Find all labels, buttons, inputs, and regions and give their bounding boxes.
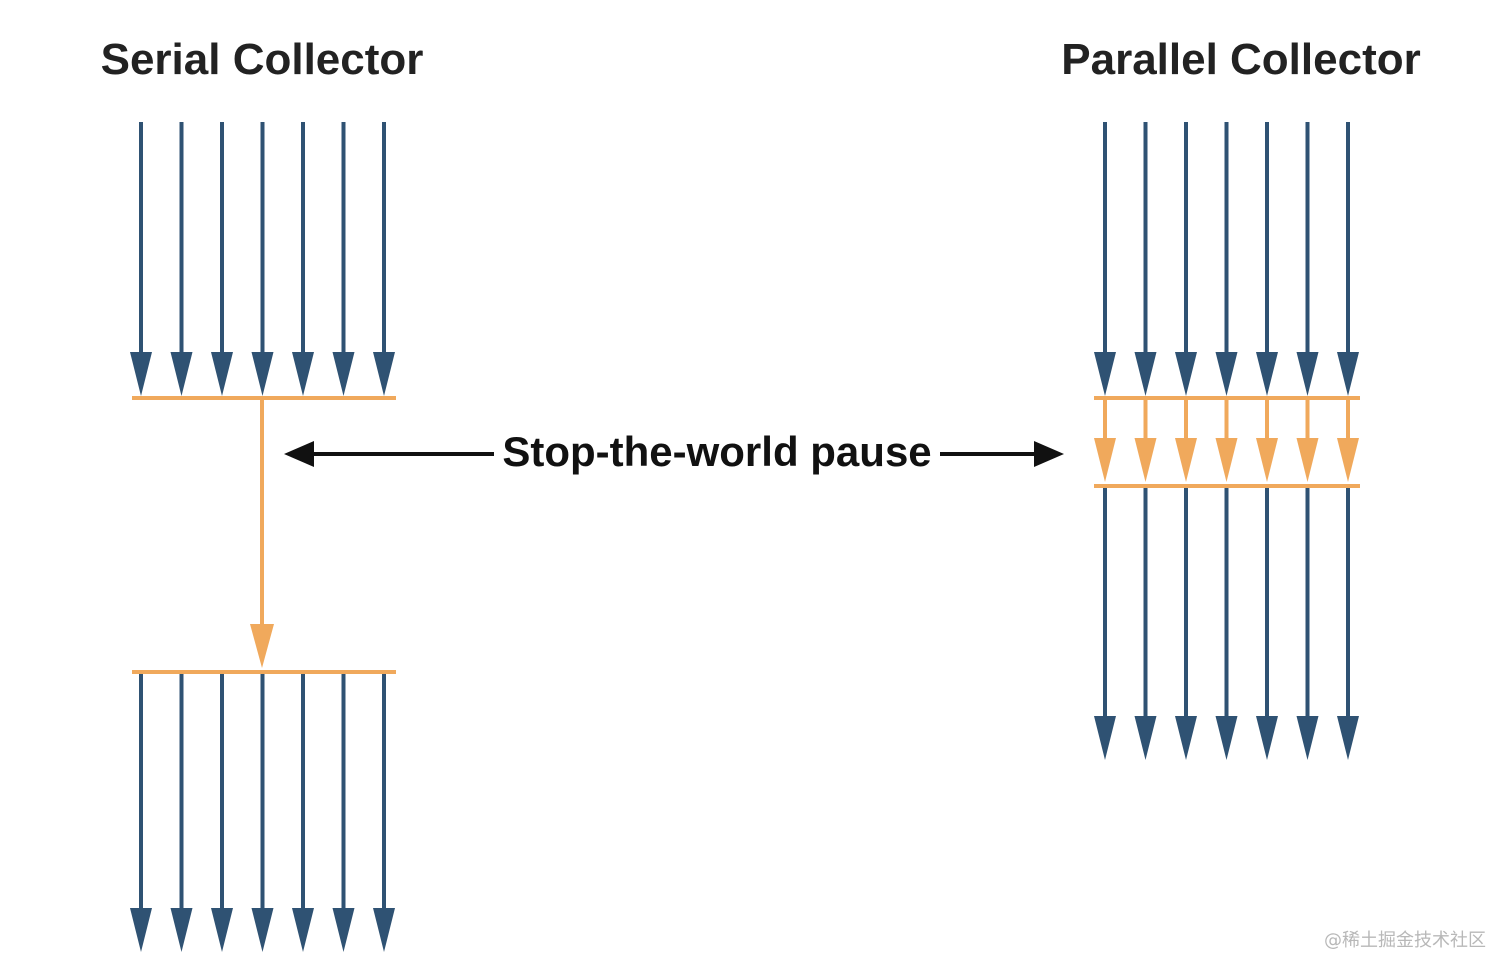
parallel-gc-thread-arrow — [1296, 400, 1319, 482]
serial-application-threads-after — [130, 674, 395, 952]
parallel-thread-before-arrow — [1215, 122, 1238, 396]
parallel-thread-after-arrow — [1175, 488, 1197, 760]
serial-thread-before-arrow — [170, 122, 193, 396]
parallel-thread-before-arrow — [1134, 122, 1157, 396]
parallel-thread-before-arrow — [1337, 122, 1359, 396]
parallel-gc-thread-arrow — [1215, 400, 1238, 482]
serial-thread-after-arrow — [211, 674, 233, 952]
stop-the-world-label: Stop-the-world pause — [502, 428, 931, 475]
parallel-collector-title: Parallel Collector — [1061, 35, 1420, 84]
serial-thread-before-arrow — [130, 122, 152, 396]
serial-collector-title: Serial Collector — [101, 35, 424, 84]
parallel-gc-thread-arrow — [1337, 400, 1359, 482]
serial-gc-thread — [250, 400, 274, 668]
serial-application-threads-before — [130, 122, 395, 396]
parallel-gc-thread-arrow — [1175, 400, 1197, 482]
parallel-thread-after-arrow — [1256, 488, 1278, 760]
parallel-thread-after-arrow — [1094, 488, 1116, 760]
serial-thread-before-arrow — [211, 122, 233, 396]
parallel-thread-after-arrow — [1134, 488, 1157, 760]
serial-thread-after-arrow — [332, 674, 355, 952]
serial-thread-after-arrow — [251, 674, 274, 952]
parallel-application-threads-after — [1094, 488, 1359, 760]
watermark-text: @稀土掘金技术社区 — [1324, 930, 1486, 951]
parallel-thread-before-arrow — [1175, 122, 1197, 396]
serial-thread-after-arrow — [170, 674, 193, 952]
serial-thread-before-arrow — [251, 122, 274, 396]
serial-thread-after-arrow — [292, 674, 314, 952]
serial-thread-after-arrow — [373, 674, 395, 952]
serial-gc-arrow — [250, 400, 274, 668]
serial-thread-before-arrow — [292, 122, 314, 396]
parallel-gc-threads — [1094, 400, 1359, 482]
serial-thread-after-arrow — [130, 674, 152, 952]
parallel-thread-before-arrow — [1094, 122, 1116, 396]
parallel-gc-thread-arrow — [1134, 400, 1157, 482]
serial-thread-before-arrow — [332, 122, 355, 396]
parallel-application-threads-before — [1094, 122, 1359, 396]
parallel-thread-after-arrow — [1215, 488, 1238, 760]
parallel-thread-after-arrow — [1296, 488, 1319, 760]
parallel-thread-after-arrow — [1337, 488, 1359, 760]
parallel-gc-thread-arrow — [1256, 400, 1278, 482]
parallel-thread-before-arrow — [1256, 122, 1278, 396]
parallel-gc-thread-arrow — [1094, 400, 1116, 482]
pause-right-pointer — [940, 441, 1064, 467]
pause-left-pointer — [284, 441, 494, 467]
serial-thread-before-arrow — [373, 122, 395, 396]
parallel-thread-before-arrow — [1296, 122, 1319, 396]
